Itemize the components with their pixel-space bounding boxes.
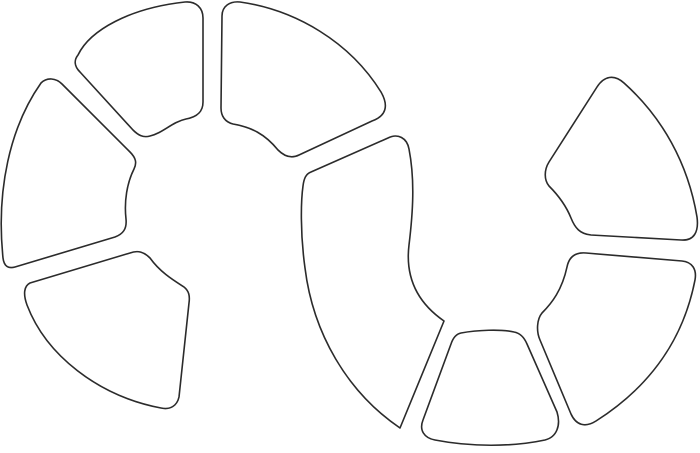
left-ring-segment-top <box>74 1 204 138</box>
center-arc-segment <box>300 135 445 429</box>
left-ring-segment-upper-left <box>0 78 137 269</box>
right-ring-segment-upper-right <box>544 76 699 241</box>
left-ring-segment-top-right <box>220 1 387 158</box>
left-ring-segment-lower-left <box>23 250 191 410</box>
right-ring-segment-lower-right <box>536 252 697 426</box>
right-ring-segment-bottom <box>420 329 560 447</box>
